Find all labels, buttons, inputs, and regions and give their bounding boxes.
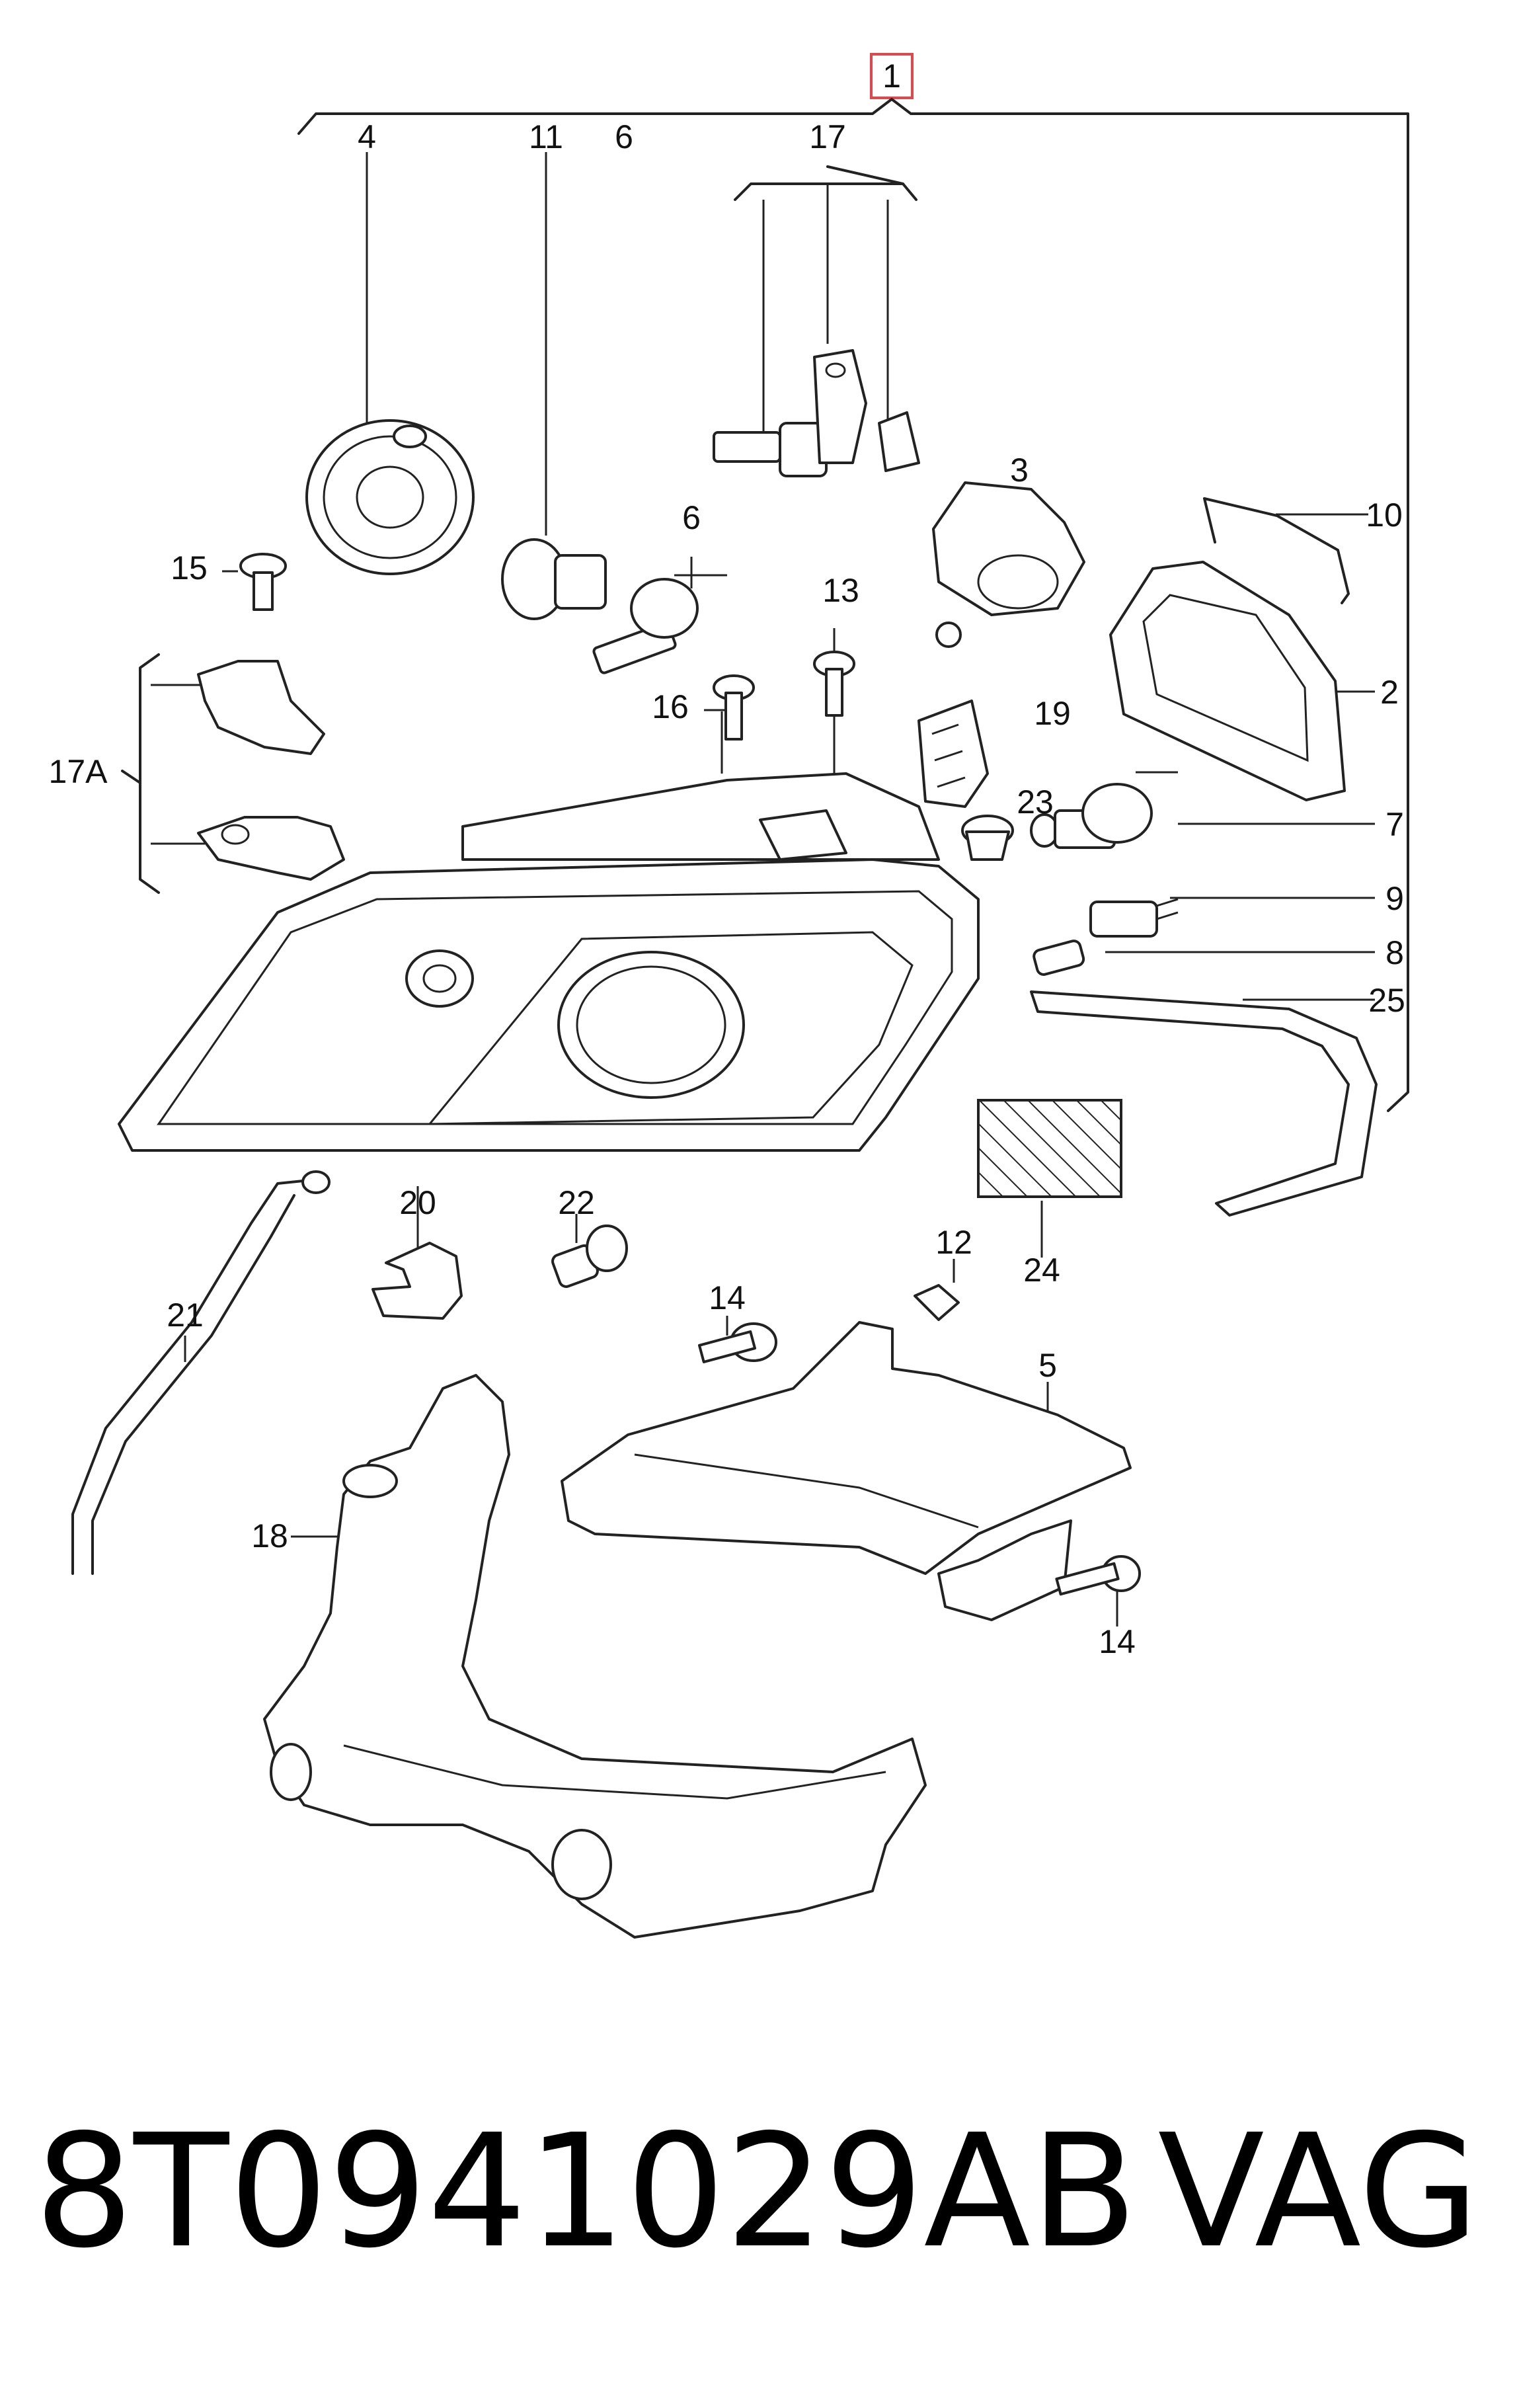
- connector-part-9: [1089, 898, 1179, 938]
- callout-13: 13: [822, 572, 859, 609]
- callout-12: 12: [935, 1224, 972, 1261]
- screw-part-16: [713, 674, 755, 741]
- callout-10: 10: [1366, 497, 1403, 534]
- bracket-17: [734, 165, 917, 201]
- connector-part-19: [917, 700, 989, 808]
- callout-14: 14: [1099, 1623, 1136, 1660]
- callout-17: 17: [809, 118, 846, 155]
- bulb-part-6: [592, 574, 727, 674]
- callout-5: 5: [1038, 1347, 1057, 1384]
- screw-part-14-upper: [697, 1322, 777, 1363]
- callout-3: 3: [1010, 452, 1029, 489]
- callout-14: 14: [709, 1279, 746, 1316]
- brand-name: VAG: [1157, 2101, 1479, 2282]
- bracket-part-17a-lower: [197, 816, 345, 881]
- callout-22: 22: [558, 1184, 595, 1221]
- cap-part-23: [961, 815, 1014, 861]
- clip-part-20: [371, 1242, 463, 1320]
- callout-6: 6: [615, 118, 633, 155]
- callout-8: 8: [1385, 934, 1404, 971]
- bracket-part-5: [561, 1321, 1132, 1621]
- leader-lines: [151, 152, 1375, 1626]
- callout-2: 2: [1380, 674, 1399, 711]
- callout-24: 24: [1023, 1252, 1060, 1289]
- callout-15: 15: [171, 549, 208, 586]
- support-part-18: [263, 1374, 927, 1939]
- callout-16: 16: [652, 688, 689, 725]
- callout-6: 6: [682, 499, 701, 536]
- callout-19: 19: [1034, 695, 1071, 732]
- callout-4: 4: [358, 118, 376, 155]
- bulb-socket-part-11: [501, 538, 607, 620]
- bulb-part-8: [1033, 940, 1085, 976]
- hose-part-21: [71, 1178, 317, 1575]
- callout-23: 23: [1017, 783, 1054, 821]
- callout-9: 9: [1385, 880, 1404, 917]
- callout-18: 18: [251, 1517, 288, 1554]
- part-number: 8T0941029AB: [34, 2101, 1138, 2282]
- label-part-24: [977, 1099, 1122, 1198]
- bracket-17a: [121, 653, 160, 894]
- adjuster-part-17: [713, 349, 920, 477]
- screw-part-15: [239, 553, 287, 611]
- bulb-part-7: [1030, 771, 1178, 849]
- grommet-part-22: [551, 1224, 628, 1288]
- trim-part-25: [1030, 990, 1378, 1217]
- screw-part-13: [813, 651, 855, 717]
- callout-21: 21: [167, 1297, 204, 1334]
- headlight-housing: [118, 772, 980, 1152]
- hose-end-part-21: [301, 1170, 331, 1194]
- clip-part-10: [1203, 497, 1350, 604]
- callout-7: 7: [1385, 806, 1404, 843]
- motor-part-3: [932, 481, 1085, 648]
- screw-part-14-lower: [1055, 1555, 1141, 1596]
- callout-25: 25: [1368, 982, 1405, 1019]
- assembly-callout-label: 1: [882, 58, 901, 95]
- dust-cap-part-4: [305, 419, 475, 575]
- callout-17a: 17A: [49, 753, 108, 790]
- gasket-part-2: [1109, 561, 1346, 801]
- callout-20: 20: [399, 1184, 436, 1221]
- bracket-part-17a-upper: [197, 660, 325, 755]
- callout-11: 11: [529, 118, 563, 155]
- assembly-bracket: [297, 53, 1409, 1112]
- callout-labels: 1 4 11 6 17 3 10 15 6 13 2 16 19 17A 23 …: [49, 58, 1405, 1660]
- nut-part-12: [914, 1284, 960, 1321]
